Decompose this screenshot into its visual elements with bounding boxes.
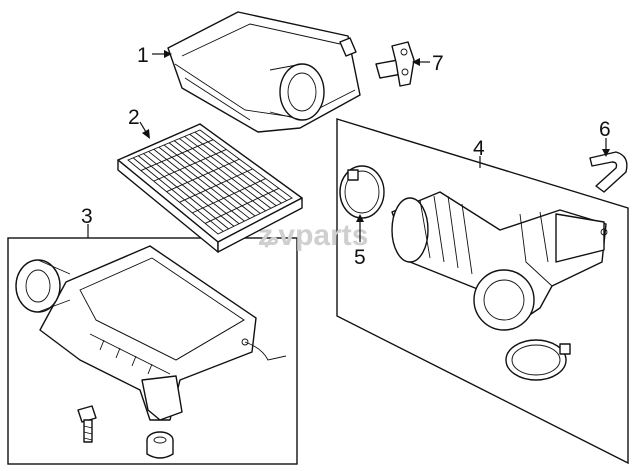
intake-hose-icon[interactable]: [391, 191, 608, 331]
filter-pleat-line: [192, 178, 266, 214]
filter-pleat-line: [168, 142, 261, 214]
filter-pleat-line: [204, 187, 280, 224]
filter-pleat-line: [166, 158, 240, 193]
air-cleaner-cap-icon[interactable]: [167, 11, 361, 133]
filter-pleat-line: [179, 168, 253, 203]
filter-pleat-line: [184, 136, 277, 207]
vacuum-hose-icon[interactable]: [589, 151, 628, 193]
watermark: ʑvparts: [258, 219, 368, 252]
callout-2[interactable]: 2: [128, 106, 140, 129]
filter-pleat-line: [158, 146, 250, 219]
callout-5[interactable]: 5: [354, 246, 366, 269]
filter-pleat-line: [143, 153, 235, 227]
grommet-icon[interactable]: [146, 431, 174, 459]
air-cleaner-case-icon[interactable]: [15, 245, 287, 421]
air-filter-element-icon[interactable]: [117, 123, 303, 253]
bolt-icon[interactable]: [77, 405, 97, 443]
hose-clamp-icon[interactable]: [339, 165, 385, 219]
filter-pleat-grid: [132, 131, 287, 232]
filter-pleat-line: [153, 148, 245, 222]
filter-pleat-line: [148, 151, 240, 225]
filter-pleat-line: [189, 133, 282, 204]
callout-6[interactable]: 6: [599, 118, 611, 141]
callout-4[interactable]: 4: [473, 137, 485, 160]
filter-pleat-line: [163, 144, 256, 217]
callout-1[interactable]: 1: [137, 44, 149, 67]
filter-pleat-line: [138, 155, 229, 230]
filter-pleat-line: [153, 149, 227, 182]
hose-clamp-lower-icon[interactable]: [505, 339, 571, 381]
leader-lines: [87, 50, 610, 242]
filter-pleat-line: [194, 131, 287, 201]
filter-pleat-line: [174, 140, 266, 212]
filter-pleat-line: [179, 138, 272, 209]
filter-pleat-line: [132, 157, 224, 232]
callout-3[interactable]: 3: [81, 205, 93, 228]
filter-pleat-line: [140, 139, 214, 171]
callout-7[interactable]: 7: [432, 52, 444, 75]
sensor-bracket-icon[interactable]: [375, 41, 415, 87]
